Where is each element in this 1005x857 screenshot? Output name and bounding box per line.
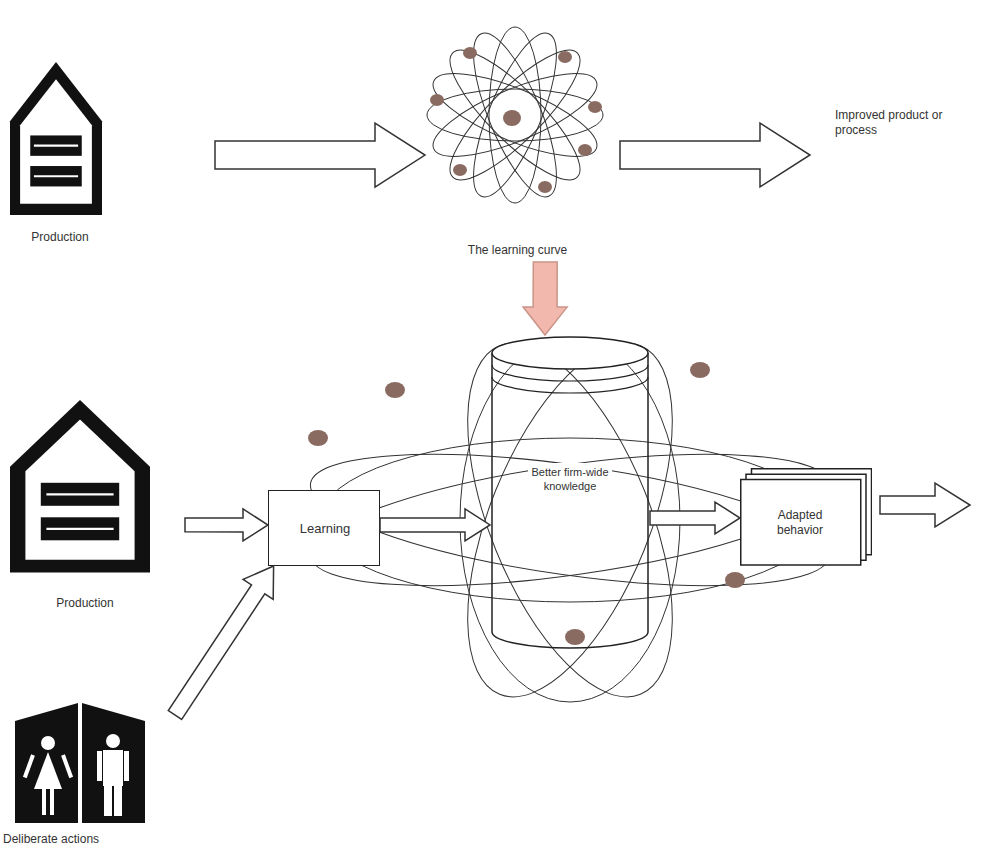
- block-arrow: [380, 509, 490, 541]
- electron: [308, 430, 328, 446]
- arrow-shape: [168, 566, 273, 719]
- cylinder-ring: [492, 365, 648, 381]
- process-box: Learning: [268, 490, 380, 566]
- block-arrow: [620, 123, 810, 187]
- node-text: Adapted behavior: [740, 480, 860, 566]
- orbit: [425, 316, 714, 725]
- house-inner: [25, 420, 134, 560]
- block-arrow: [880, 483, 970, 527]
- man-leg: [104, 786, 112, 816]
- woman-head: [41, 736, 55, 750]
- block-arrow: [650, 502, 740, 534]
- node-text: Deliberate actions: [3, 832, 133, 847]
- orbit: [424, 57, 607, 172]
- woman-arm: [23, 754, 35, 778]
- arrow-shape: [380, 509, 490, 541]
- arrow-shape: [215, 123, 425, 187]
- node-text: Production: [10, 230, 110, 245]
- text-run: The learning curve: [468, 243, 567, 257]
- door-panel: [82, 703, 145, 823]
- electron: [430, 94, 444, 106]
- arrow-shape: [185, 509, 268, 541]
- house-icon: [10, 62, 102, 215]
- cylinder-top: [492, 337, 648, 369]
- production-icon: Production: [10, 398, 185, 613]
- house-inner: [20, 79, 92, 203]
- electron: [463, 47, 477, 59]
- learning-curve-atom: The learning curve: [425, 0, 610, 262]
- orbit: [457, 24, 572, 207]
- orbit: [425, 316, 714, 725]
- window-bar: [46, 493, 113, 495]
- node-text: Production: [10, 596, 160, 611]
- stack-sheet: [741, 480, 861, 566]
- block-arrow: [215, 123, 425, 187]
- people-icon: Deliberate actions: [15, 700, 175, 850]
- door-panel: [15, 703, 78, 823]
- woman-dress: [34, 752, 62, 789]
- electron: [558, 51, 572, 63]
- block-arrow: [168, 566, 273, 719]
- electron: [538, 181, 552, 193]
- node-text: Learning: [269, 491, 381, 567]
- atom-symbol: [424, 24, 607, 207]
- block-arrow: [185, 509, 268, 541]
- house-window: [30, 166, 82, 186]
- electron: [588, 101, 602, 113]
- people-icon: [15, 703, 145, 823]
- text-run: Learning: [300, 521, 351, 537]
- house-window: [30, 135, 82, 155]
- production-icon: Production: [10, 55, 215, 250]
- arrow-shape: [650, 502, 740, 534]
- window-bar: [34, 145, 78, 147]
- electron: [385, 382, 405, 398]
- window-bar: [34, 175, 78, 177]
- man-leg: [114, 786, 122, 816]
- outcome-label: Improved product or process: [835, 108, 945, 138]
- text-run: Production: [56, 596, 113, 610]
- orbit: [434, 34, 595, 195]
- orbit: [460, 338, 680, 702]
- arrow-shape: [523, 262, 567, 335]
- orbit: [489, 27, 541, 203]
- nucleus: [503, 110, 521, 126]
- orbit: [424, 57, 607, 172]
- man-head: [106, 734, 120, 748]
- text-run: Deliberate actions: [3, 832, 99, 846]
- man-arm: [97, 751, 102, 781]
- woman-leg: [50, 789, 54, 815]
- block-arrow: [523, 262, 567, 335]
- text-run: Better firm-wide knowledge: [531, 466, 608, 492]
- knowledge-cylinder: Better firm-wide knowledge: [490, 335, 650, 650]
- electron: [453, 164, 467, 176]
- orbit: [434, 34, 595, 195]
- text-run: Production: [31, 230, 88, 244]
- house-window: [41, 483, 119, 506]
- house-window: [41, 517, 119, 540]
- electron: [578, 144, 592, 156]
- house-outline: [10, 400, 150, 573]
- electron: [725, 572, 745, 588]
- man-body: [103, 750, 123, 786]
- man-arm: [124, 751, 129, 781]
- window-bar: [46, 528, 113, 530]
- node-text: Better firm-wide knowledge: [528, 463, 612, 495]
- electron: [690, 362, 710, 378]
- woman-leg: [42, 789, 46, 815]
- cylinder-ring: [492, 377, 648, 393]
- stacked-box: Adapted behavior: [740, 468, 872, 566]
- text-run: Adapted behavior: [764, 508, 836, 538]
- orbit: [427, 89, 603, 141]
- electron: [565, 629, 585, 645]
- house-icon: [10, 400, 150, 573]
- woman-arm: [61, 754, 73, 778]
- orbit: [457, 24, 572, 207]
- cylinder-body: [492, 353, 648, 648]
- node-text: The learning curve: [425, 243, 610, 258]
- house-outline: [10, 62, 102, 215]
